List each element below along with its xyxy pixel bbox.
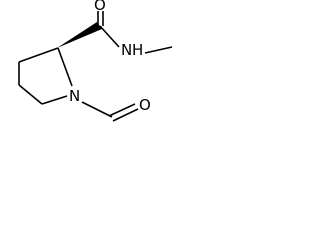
ring-nitrogen-label: N [69,87,80,105]
molecule-structure: O N H N O [18,0,173,122]
bond-carbonyl-nh [99,25,120,48]
bond-c5-n1 [41,95,68,105]
bond-c4-c5 [18,84,43,105]
carbonyl-oxygen-label: O [94,0,106,14]
pyrrolidine-ring [18,47,73,105]
bond-c2-c3 [18,47,59,63]
amide-nitrogen-label: N [121,41,132,59]
bond-n1-formyl-carbon [81,101,113,118]
stereo-wedge-bond [57,22,102,48]
carbonyl-double-bond [97,11,104,26]
formyl-oxygen-label: O [139,96,151,114]
formyl-double-bond [108,103,139,122]
bond-nh-methyl [144,46,173,54]
amide-hydrogen-label: H [132,41,143,59]
bond-n1-c2 [57,47,73,87]
